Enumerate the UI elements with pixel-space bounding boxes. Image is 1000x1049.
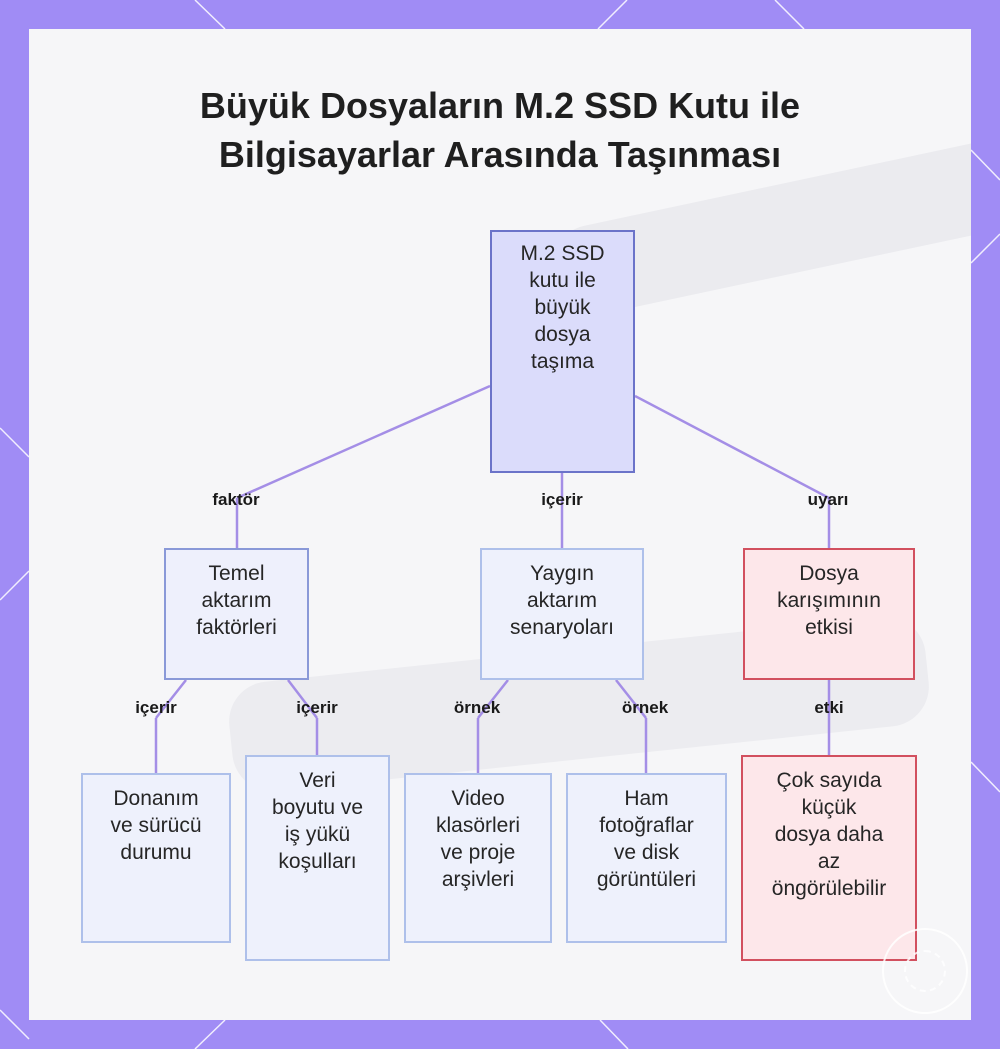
edge-label-ornek-video: örnek [453, 698, 501, 717]
edge-label-etki: etki [814, 698, 844, 717]
node-dosya-karisiminin-etkisi: Dosya karışımının etkisi [743, 548, 915, 680]
edge-label-faktor: faktör [212, 490, 260, 509]
title-line-1: Büyük Dosyaların M.2 SSD Kutu ile [199, 85, 801, 126]
logo-badge-icon [882, 928, 968, 1014]
node-veri-boyutu-is-yuku: Veri boyutu ve iş yükü koşulları [245, 755, 390, 961]
title-line-2: Bilgisayarlar Arasında Taşınması [218, 133, 782, 175]
node-kucuk-dosyalar: Çok sayıda küçük dosya daha az öngörüleb… [741, 755, 917, 961]
edge-label-uyari: uyarı [807, 490, 849, 509]
edge-label-icerir: içerir [541, 490, 583, 509]
edge-label-ornek-raw: örnek [621, 698, 669, 717]
edge-label-icerir-hardware: içerir [135, 698, 177, 717]
diagram-title: Büyük Dosyaların M.2 SSD Kutu ile Bilgis… [0, 82, 1000, 179]
node-video-klasorleri: Video klasörleri ve proje arşivleri [404, 773, 552, 943]
root-node: M.2 SSD kutu ile büyük dosya taşıma [490, 230, 635, 473]
node-ham-fotograflar: Ham fotoğraflar ve disk görüntüleri [566, 773, 727, 943]
node-temel-aktarim-faktorleri: Temel aktarım faktörleri [164, 548, 309, 680]
node-yaygin-aktarim-senaryolari: Yaygın aktarım senaryoları [480, 548, 644, 680]
node-donanim-surucu-durumu: Donanım ve sürücü durumu [81, 773, 231, 943]
edge-label-icerir-datasize: içerir [296, 698, 338, 717]
